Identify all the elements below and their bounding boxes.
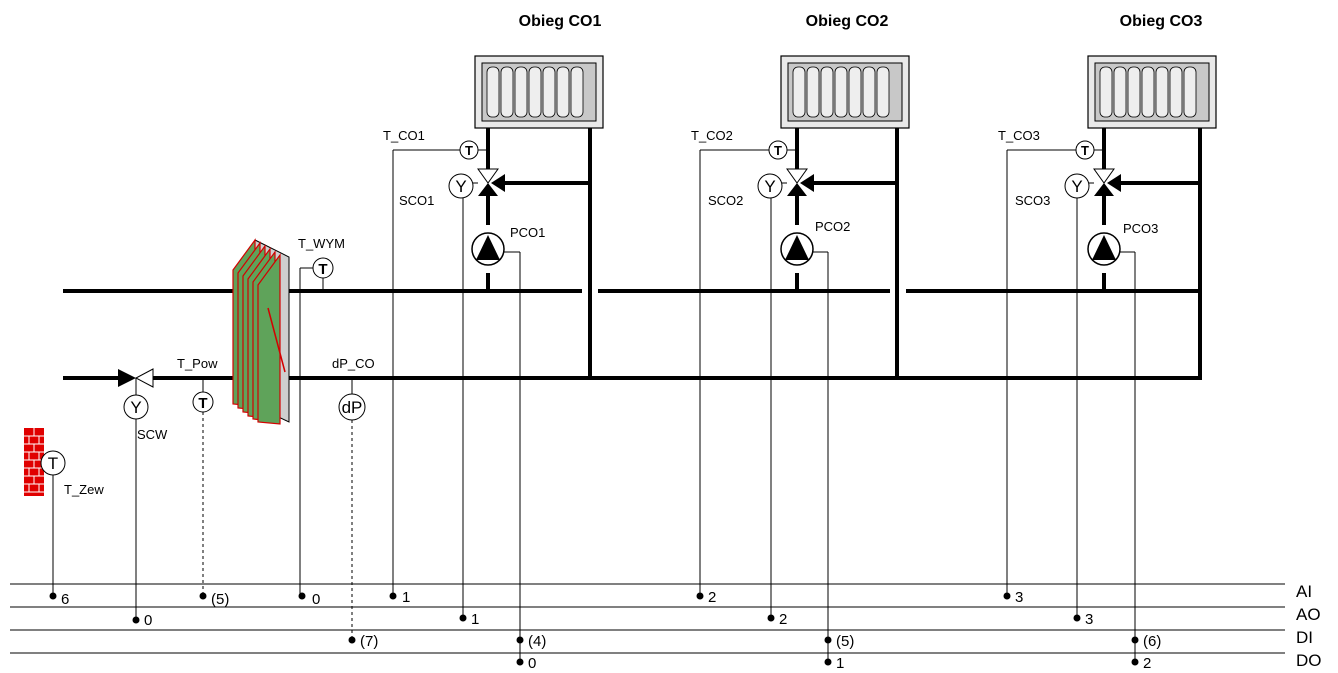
valve-label: SCO3 [1015,193,1050,208]
return-temp-sensor: T [192,378,214,413]
channel-di-pco1: (4) [528,633,546,650]
channel-di-pco3: (6) [1143,633,1161,650]
mixing-valve-icon [477,168,499,184]
channel-ai-t-zew: 6 [61,591,69,608]
actuator-symbol: Y [130,398,141,417]
radiator-icon [780,55,910,129]
svg-text:Y: Y [1071,177,1082,196]
circuit-title: Obieg CO2 [806,13,889,30]
pump-label: PCO1 [510,225,545,240]
label-scw: SCW [137,427,168,442]
channel-ao-scw: 0 [144,612,152,629]
channel-do-pco2: 1 [836,655,844,672]
label-t-zew: T_Zew [64,482,104,497]
label-t-wym: T_WYM [298,236,345,251]
channel-di-dp-co: (7) [360,633,378,650]
heating-circuit-co2: Obieg CO2 Y SCO2 PCO2 T T_CO2 [691,13,910,662]
bus-label-ai: AI [1296,582,1312,601]
svg-text:Y: Y [764,177,775,196]
differential-pressure-sensor: dP [338,378,366,421]
svg-text:T: T [48,454,58,473]
exchanger-plates [232,238,281,425]
channel-ao-sco2: 2 [779,611,787,628]
channel-ai-t-wym: 0 [312,591,320,608]
mixing-valve-icon [786,168,808,184]
channel-do-pco1: 0 [528,655,536,672]
circuit-title: Obieg CO1 [519,13,602,30]
outdoor-wall-icon [24,428,44,496]
radiator-icon [474,55,604,129]
label-dp-co: dP_CO [332,356,375,371]
pump-label: PCO3 [1123,221,1158,236]
outdoor-temp-sensor: T [40,450,66,476]
svg-text:T: T [465,143,473,158]
temp-sensor-label: T_CO1 [383,128,425,143]
channel-ai-t-co2: 2 [708,589,716,606]
temp-sensor-label: T_CO3 [998,128,1040,143]
io-bus-lines: AI AO DI DO [10,582,1322,670]
label-t-pow: T_Pow [177,356,218,371]
svg-text:dP: dP [342,398,363,417]
channel-ai-t-co1: 1 [402,589,410,606]
svg-text:T: T [774,143,782,158]
channel-ao-sco3: 3 [1085,611,1093,628]
io-connection-points: 6 (5) 0 1 2 3 0 1 2 3 (7) (4) (5) (6) 0 … [49,589,1161,672]
channel-do-pco3: 2 [1143,655,1151,672]
svg-text:T: T [318,261,327,278]
valve-label: SCO2 [708,193,743,208]
valve-label: SCO1 [399,193,434,208]
bus-label-do: DO [1296,651,1322,670]
pump-label: PCO2 [815,219,850,234]
svg-text:Y: Y [455,177,466,196]
bus-label-di: DI [1296,628,1313,647]
temp-sensor-label: T_CO2 [691,128,733,143]
plate-heat-exchanger [232,238,290,425]
exchanger-temp-sensor: T [312,257,334,291]
channel-ai-t-pow: (5) [211,591,229,608]
circuit-title: Obieg CO3 [1120,13,1203,30]
control-valve-scw: Y [118,368,154,420]
svg-text:T: T [198,395,207,412]
bus-label-ao: AO [1296,605,1321,624]
channel-ao-sco1: 1 [471,611,479,628]
mixing-valve-icon [1093,168,1115,184]
heating-circuit-co3: Obieg CO3 Y SCO3 PCO3 T T_CO3 [998,13,1217,662]
radiator-icon [1087,55,1217,129]
heating-circuit-co1: Obieg CO1 Y SCO1 PCO1 T T_CO1 [383,13,604,662]
channel-ai-t-co3: 3 [1015,589,1023,606]
channel-di-pco2: (5) [836,633,854,650]
svg-text:T: T [1081,143,1089,158]
